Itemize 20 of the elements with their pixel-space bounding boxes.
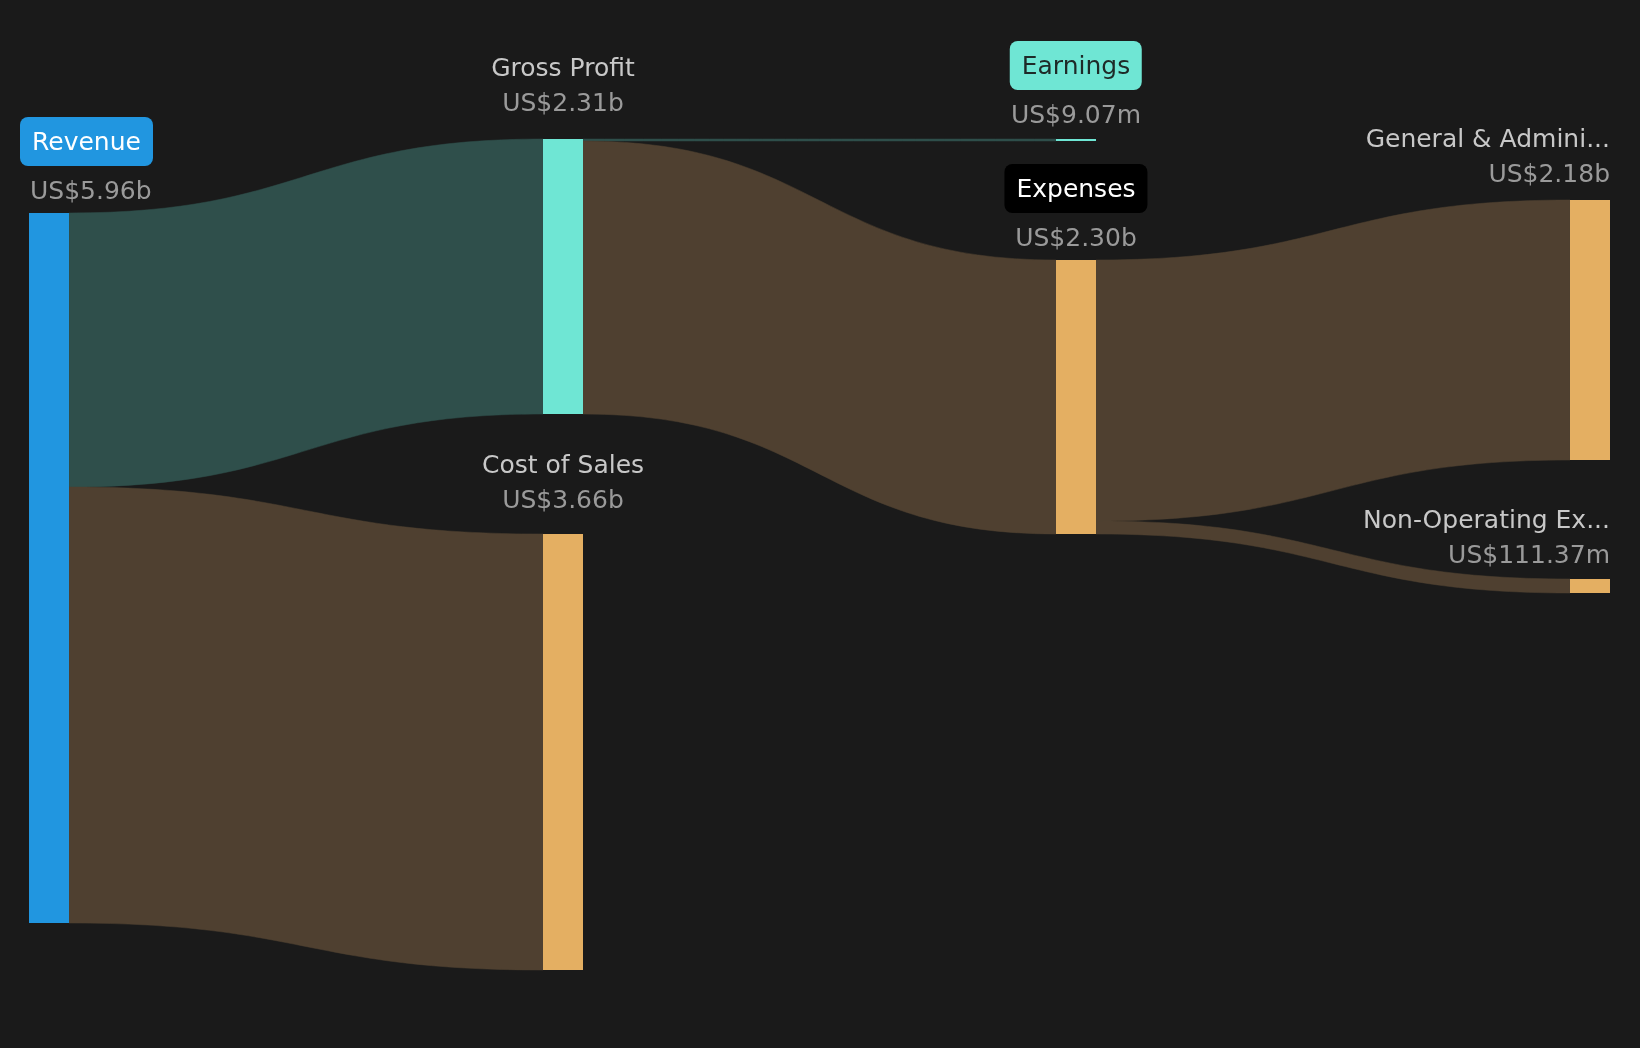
value-label: US$3.66b	[502, 487, 624, 512]
node-label: Gross Profit	[491, 55, 635, 80]
node-label: General & Admini...	[1365, 126, 1610, 151]
flow-band	[1095, 520, 1571, 594]
value-label: US$2.18b	[1488, 161, 1610, 186]
node-label-badge: Earnings	[1009, 41, 1143, 90]
value-label: US$111.37m	[1448, 542, 1610, 567]
flow-band	[582, 140, 1057, 535]
flow-band	[68, 138, 544, 488]
node-label-badge: Expenses	[1004, 164, 1148, 213]
value-label: US$2.31b	[502, 90, 624, 115]
flow-band	[1095, 199, 1571, 522]
value-label: US$5.96b	[29, 178, 152, 203]
value-label: US$9.07m	[1010, 102, 1142, 127]
value-label: US$2.30b	[1015, 225, 1137, 250]
node-label: Cost of Sales	[481, 452, 645, 477]
flow-band	[68, 486, 544, 971]
flow-band	[582, 138, 1057, 142]
node-label: Non-Operating Ex...	[1363, 507, 1610, 532]
node-label-badge: Revenue	[20, 117, 153, 166]
